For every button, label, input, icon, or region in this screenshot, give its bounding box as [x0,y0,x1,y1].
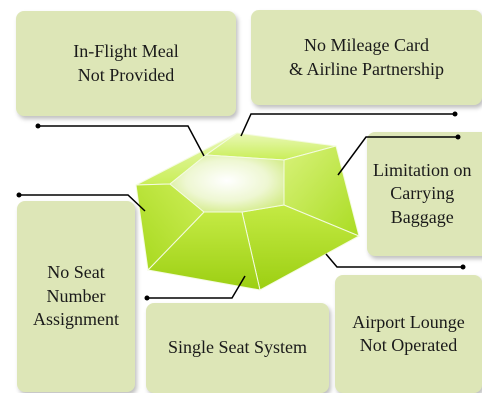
single-seat-box: Single Seat System [146,303,329,393]
dot-meal [35,123,41,129]
center-hexagon [169,154,285,213]
seat-number-text: No Seat Number Assignment [32,262,119,330]
connector-meal [38,125,205,157]
single-seat-text: Single Seat System [168,337,307,358]
lounge-text: Airport Lounge Not Operated [352,311,465,355]
seat-number-box: No Seat Number Assignment [17,201,135,392]
dot-mileage [452,111,458,117]
mileage-box: No Mileage Card & Airline Partnership [251,10,482,105]
lounge-box: Airport Lounge Not Operated [335,275,482,393]
dot-lounge [460,264,466,270]
connector-lounge [325,253,463,268]
baggage-box: Limitation on Carrying Baggage [367,132,482,256]
meal-box: In-Flight Meal Not Provided [16,11,236,116]
dot-single-seat [144,295,150,301]
mileage-text: No Mileage Card & Airline Partnership [289,35,444,79]
connector-dots [16,111,466,301]
meal-text: In-Flight Meal Not Provided [73,41,179,85]
connectors [19,113,463,299]
dot-seat-number [16,192,22,198]
connector-seat-number [19,194,146,212]
baggage-text: Limitation on Carrying Baggage [373,159,472,227]
connector-mileage [240,113,455,137]
connector-baggage [337,136,458,176]
dot-baggage [455,134,461,140]
connector-single-seat [147,275,246,299]
